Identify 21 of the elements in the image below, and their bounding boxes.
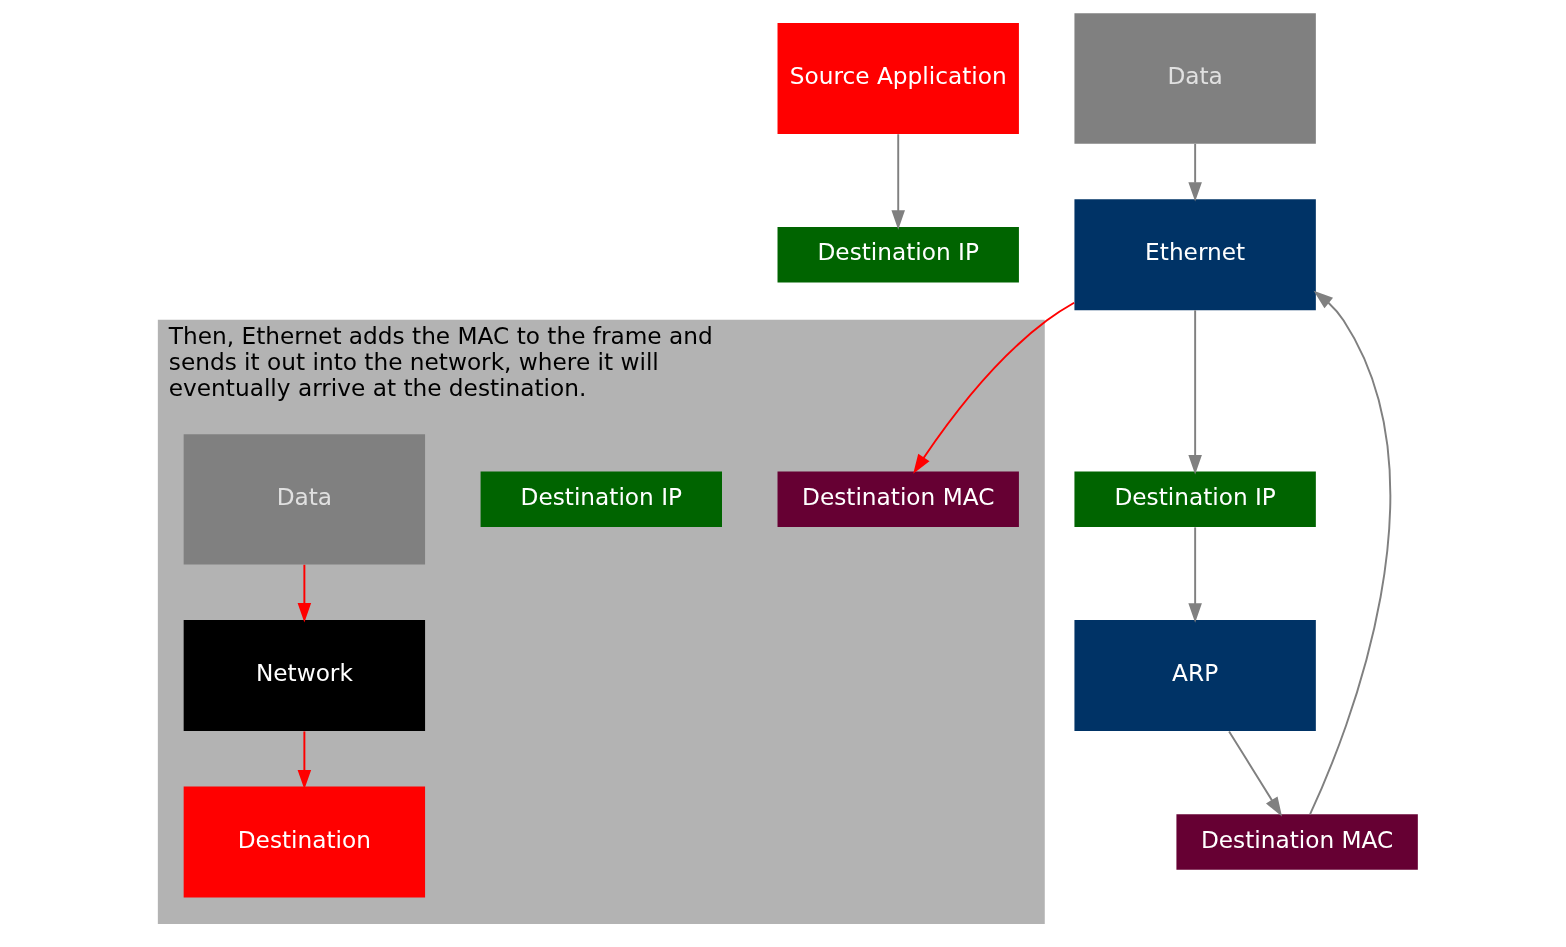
node-box: Data [183, 434, 426, 565]
arrow [1188, 142, 1202, 202]
arrow [297, 563, 312, 623]
arrow [891, 133, 905, 230]
node-box: Destination IP [777, 226, 1019, 283]
node-box: ARP [1074, 620, 1316, 732]
node-box: Data [1074, 13, 1316, 144]
node-box: Destination IP [1074, 471, 1316, 528]
arrow [297, 730, 312, 790]
arrow [1309, 290, 1392, 816]
node-box: Destination [183, 786, 426, 898]
node-box: Destination IP [480, 471, 722, 528]
node-box: Network [183, 620, 426, 732]
node-box: Ethernet [1074, 199, 1316, 311]
arrow [913, 301, 1076, 474]
node-box: Destination MAC [777, 471, 1019, 528]
arrow [1188, 526, 1202, 623]
node-box: Destination MAC [1176, 814, 1418, 870]
arrow [1228, 730, 1282, 817]
arrow [1188, 309, 1202, 475]
node-box: Source Application [777, 22, 1019, 134]
